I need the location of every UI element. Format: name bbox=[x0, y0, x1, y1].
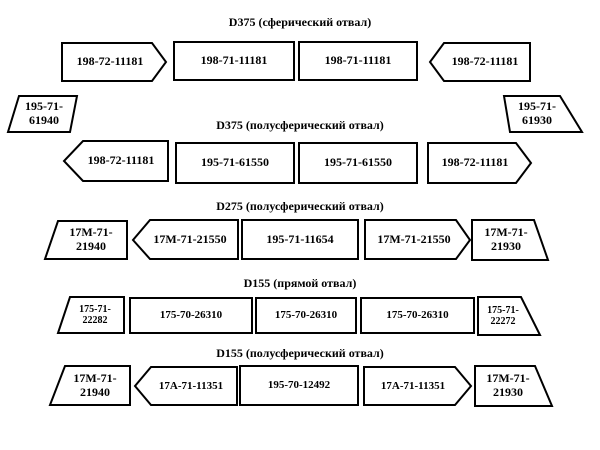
section-title-d275-semispherical: D275 (полусферический отвал) bbox=[216, 199, 384, 213]
part-d375s-left: 198-72-11181 bbox=[76, 54, 144, 69]
part-d155h-left: 17A-71-11351 bbox=[158, 379, 224, 392]
shape-d375s-mid2 bbox=[298, 41, 418, 81]
part-d275-corner-right: 17M-71- 21930 bbox=[484, 225, 528, 253]
shape-d155s-mid3 bbox=[360, 297, 475, 334]
section-title-d155-straight: D155 (прямой отвал) bbox=[243, 276, 357, 290]
shape-d375-corner-right bbox=[502, 95, 584, 133]
part-d375s-mid2: 198-71-11181 bbox=[324, 53, 392, 68]
part-d375h-left: 198-72-11181 bbox=[87, 153, 155, 168]
part-d155h-mid: 195-70-12492 bbox=[267, 379, 331, 392]
section-title-d375-spherical: D375 (сферический отвал) bbox=[228, 15, 372, 29]
shape-d275-right bbox=[364, 219, 472, 260]
shape-d375s-left bbox=[61, 42, 168, 82]
shape-d375h-mid2 bbox=[298, 142, 418, 184]
shape-d375h-right bbox=[427, 142, 533, 184]
part-d155h-corner-right: 17M-71- 21930 bbox=[486, 371, 530, 399]
part-d375h-mid2: 195-71-61550 bbox=[324, 155, 392, 170]
part-d275-mid: 195-71-11654 bbox=[266, 231, 334, 246]
part-d375s-mid1: 198-71-11181 bbox=[200, 53, 268, 68]
shape-d375h-left bbox=[62, 140, 169, 182]
part-d155s-corner-right: 175-71- 22272 bbox=[487, 304, 519, 328]
shape-d275-corner-left bbox=[43, 220, 128, 260]
part-d275-right: 17M-71-21550 bbox=[377, 231, 451, 246]
part-d375-corner-right: 195-71- 61930 bbox=[518, 99, 556, 127]
shape-d155s-mid1 bbox=[129, 297, 253, 334]
part-d375-corner-left: 195-71- 61940 bbox=[25, 99, 63, 127]
part-d275-corner-left: 17M-71- 21940 bbox=[69, 225, 113, 253]
section-title-d375-semispherical: D375 (полусферический отвал) bbox=[216, 118, 384, 132]
part-d155s-corner-left: 175-71- 22282 bbox=[79, 303, 111, 327]
shape-d375s-mid1 bbox=[173, 41, 295, 81]
part-d155s-mid3: 175-70-26310 bbox=[386, 309, 449, 322]
part-d375h-right: 198-72-11181 bbox=[441, 155, 509, 170]
shape-d155h-left bbox=[133, 366, 238, 406]
shape-d275-left bbox=[131, 219, 239, 260]
shape-d155h-right bbox=[363, 366, 473, 406]
section-title-d155-semispherical: D155 (полусферический отвал) bbox=[216, 346, 384, 360]
part-d375h-mid1: 195-71-61550 bbox=[201, 155, 269, 170]
shape-d275-mid bbox=[241, 219, 359, 260]
shape-d155s-corner-right bbox=[477, 296, 542, 336]
shape-d375s-right bbox=[428, 42, 531, 82]
shape-d275-corner-right bbox=[471, 219, 550, 261]
shape-d155s-corner-left bbox=[56, 296, 125, 334]
shape-d155s-mid2 bbox=[255, 297, 357, 334]
shape-d375-corner-left bbox=[6, 95, 79, 133]
part-d155s-mid2: 175-70-26310 bbox=[274, 309, 338, 322]
shape-d155h-corner-right bbox=[474, 365, 554, 407]
shape-d375h-mid1 bbox=[175, 142, 295, 184]
part-d375s-right: 198-72-11181 bbox=[451, 54, 519, 69]
shape-d155h-mid bbox=[239, 365, 359, 406]
part-d155s-mid1: 175-70-26310 bbox=[159, 309, 223, 322]
shape-d155h-corner-left bbox=[48, 365, 131, 406]
part-d155h-corner-left: 17M-71- 21940 bbox=[73, 370, 117, 399]
part-d275-left: 17M-71-21550 bbox=[153, 231, 227, 246]
part-d155h-right: 17A-71-11351 bbox=[380, 379, 446, 392]
